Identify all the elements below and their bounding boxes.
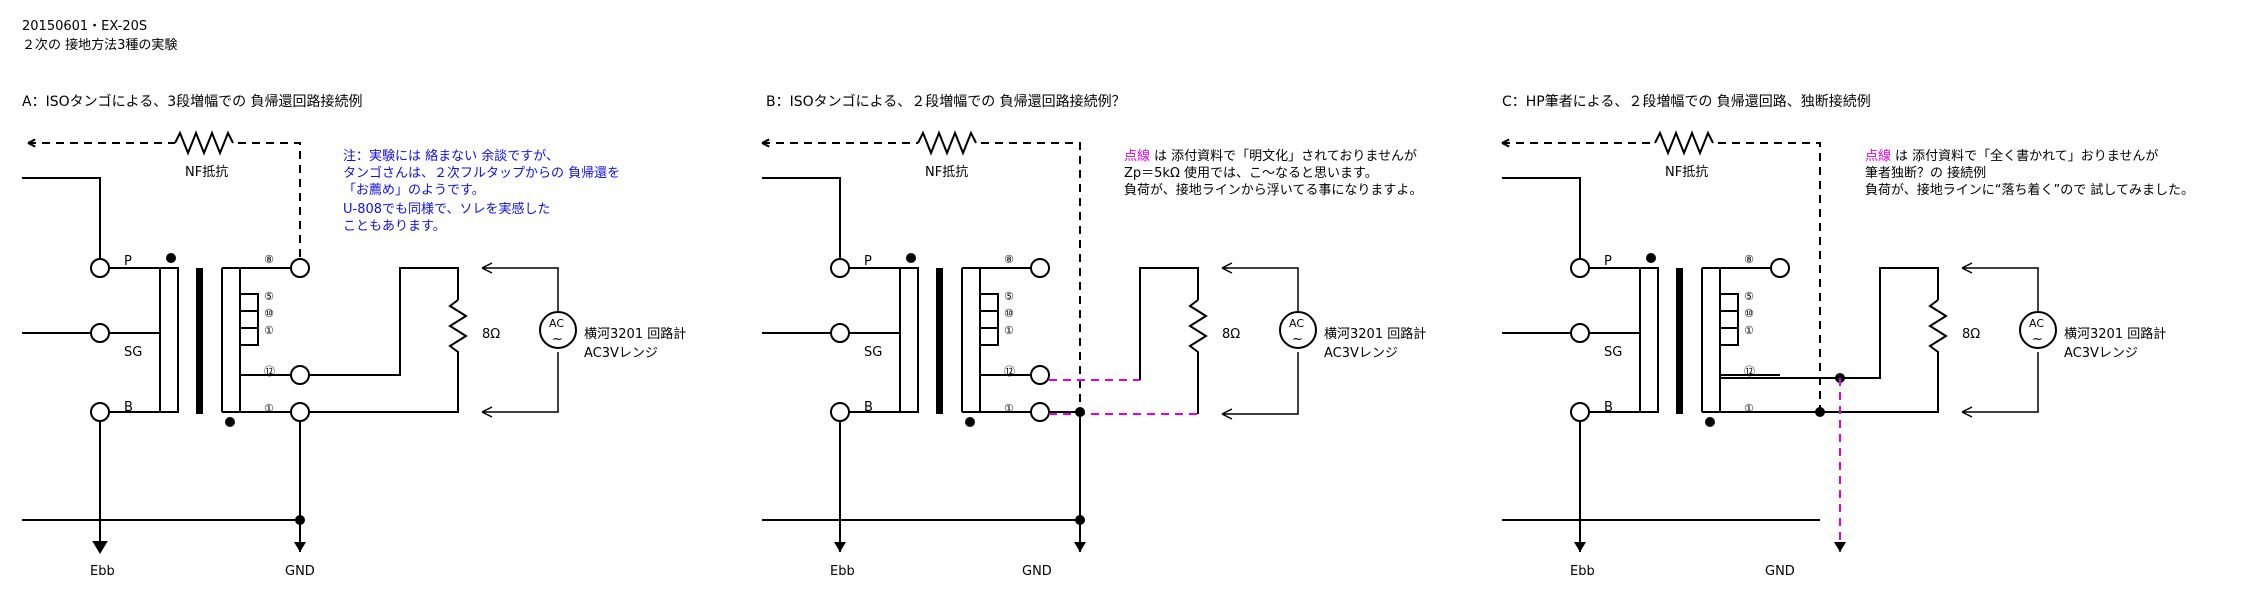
tap-10-label: ⑩ — [1004, 307, 1014, 320]
terminal-b — [90, 402, 110, 422]
nf-resistor-label: NF抵抗 — [1665, 165, 1708, 180]
meter-label-2: AC3Vレンジ — [1324, 346, 1398, 361]
panel-note: 注：実験には 絡まない 余談ですが、 タンゴさんは、２次フルタップからの 負帰還… — [343, 148, 620, 234]
header-line-1: 20150601・EX-20S — [22, 19, 147, 34]
gnd-label: GND — [285, 564, 315, 579]
tap-10-label: ⑩ — [1744, 307, 1754, 320]
tap-10-label: ⑩ — [264, 307, 274, 320]
nf-feedback-line: NF抵抗 — [1501, 130, 1821, 412]
ac-wave: ~ — [1292, 332, 1303, 347]
panel-b: B：ISOタンゴによる、２段増幅での 負帰還回路接続例？ 点線 は 添付資料で「… — [761, 93, 1426, 579]
terminal-8 — [290, 258, 310, 278]
tap-1c-label: ① — [264, 324, 274, 337]
ac-voltmeter — [1279, 311, 1317, 349]
tap-8-label: ⑧ — [1744, 253, 1754, 266]
meter-label-1: 横河3201 回路計 — [584, 326, 686, 342]
note-highlight: 点線 — [1865, 148, 1891, 164]
nf-resistor-label: NF抵抗 — [925, 165, 968, 180]
terminal-sg — [830, 323, 850, 343]
note-line: は 添付資料で「全く書かれて」おりませんが — [1895, 148, 2158, 164]
note-highlight: 点線 — [1124, 148, 1150, 164]
note-line: 負荷が、接地ラインから浮いてる事になりますよ。 — [1124, 182, 1422, 198]
tap-5-label: ⑤ — [264, 290, 274, 303]
tap-5-label: ⑤ — [1004, 290, 1014, 303]
note-line: 「お薦め」のようです。 — [343, 183, 485, 198]
ac-wave: ~ — [2032, 332, 2043, 347]
panel-title: C：HP筆者による、２段増幅での 負帰還回路、独断接続例 — [1502, 93, 1871, 110]
ac-label: AC — [1289, 317, 1304, 330]
load-resistor-label: 8Ω — [1222, 327, 1240, 342]
tap-8-label: ⑧ — [264, 253, 274, 266]
tap-5-label: ⑤ — [1744, 290, 1754, 303]
label-b: B — [1604, 400, 1613, 415]
terminal-p — [1570, 258, 1590, 278]
nf-resistor-label: NF抵抗 — [185, 165, 228, 180]
panel-title: B：ISOタンゴによる、２段増幅での 負帰還回路接続例？ — [766, 93, 1126, 110]
note-line: タンゴさんは、２次フルタップからの 負帰還を — [343, 165, 620, 181]
panel-c: C：HP筆者による、２段増幅での 負帰還回路、独断接続例 点線 は 添付資料で「… — [1501, 93, 2194, 579]
tap-1c-label: ① — [1744, 324, 1754, 337]
terminal-b — [1570, 402, 1590, 422]
note-line: U-808でも同様で、ソレを実感した — [343, 201, 551, 217]
ebb-label: Ebb — [90, 564, 115, 579]
tap-1-label: ① — [264, 402, 274, 415]
tap-1-label: ① — [1744, 402, 1754, 415]
panel-note: 点線 は 添付資料で「全く書かれて」おりませんが 筆者独断？の 接続例 負荷が、… — [1865, 148, 2194, 198]
gnd-label: GND — [1765, 564, 1795, 579]
tap-12-label: ⑫ — [264, 365, 275, 378]
panel-note: 点線 は 添付資料で「明文化」されておりませんが Zp＝5kΩ 使用では、こ〜な… — [1124, 148, 1422, 198]
meter-label-1: 横河3201 回路計 — [1324, 326, 1426, 342]
label-p: P — [1604, 254, 1612, 269]
note-line: 注：実験には 絡まない 余談ですが、 — [343, 148, 559, 164]
terminal-sg — [90, 323, 110, 343]
label-b: B — [864, 400, 873, 415]
note-line: 筆者独断？の 接続例 — [1865, 165, 1986, 181]
tap-8-label: ⑧ — [1004, 253, 1014, 266]
tap-12-label: ⑫ — [1744, 365, 1755, 378]
label-sg: SG — [864, 345, 882, 360]
note-line: 負荷が、接地ラインに“落ち着く”ので 試してみました。 — [1865, 182, 2194, 198]
nf-feedback-line: NF抵抗 — [27, 130, 301, 268]
meter-label-2: AC3Vレンジ — [2064, 346, 2138, 361]
load-resistor-label: 8Ω — [1962, 327, 1980, 342]
ebb-label: Ebb — [1570, 564, 1595, 579]
label-b: B — [124, 400, 133, 415]
tap-1-label: ① — [1004, 402, 1014, 415]
note-line: Zp＝5kΩ 使用では、こ〜なると思います。 — [1124, 165, 1378, 181]
terminal-sg — [1570, 323, 1590, 343]
note-line: は 添付資料で「明文化」されておりませんが — [1154, 149, 1417, 164]
terminal-p — [830, 258, 850, 278]
page-header: 20150601・EX-20S ２次の 接地方法3種の実験 — [22, 19, 177, 53]
label-p: P — [864, 254, 872, 269]
load-resistor-label: 8Ω — [482, 327, 500, 342]
terminal-1 — [290, 402, 310, 422]
panel-title: A：ISOタンゴによる、3段増幅での 負帰還回路接続例 — [22, 93, 363, 110]
ebb-label: Ebb — [830, 564, 855, 579]
note-line: こともあります。 — [343, 219, 446, 234]
tap-12-label: ⑫ — [1004, 365, 1015, 378]
terminal-p — [90, 258, 110, 278]
ac-voltmeter — [2019, 311, 2057, 349]
label-p: P — [124, 254, 132, 269]
header-line-2: ２次の 接地方法3種の実験 — [22, 37, 177, 53]
tap-1c-label: ① — [1004, 324, 1014, 337]
ac-voltmeter — [539, 311, 577, 349]
nf-feedback-line: NF抵抗 — [761, 130, 1081, 412]
ac-wave: ~ — [552, 332, 563, 347]
ac-label: AC — [2029, 317, 2044, 330]
label-sg: SG — [1604, 345, 1622, 360]
terminal-8 — [1770, 258, 1790, 278]
terminal-8 — [1030, 258, 1050, 278]
gnd-label: GND — [1022, 564, 1052, 579]
label-sg: SG — [124, 345, 142, 360]
terminal-1 — [1030, 402, 1050, 422]
meter-label-1: 横河3201 回路計 — [2064, 326, 2166, 342]
terminal-12 — [1030, 365, 1050, 385]
terminal-12 — [290, 365, 310, 385]
panel-a: A：ISOタンゴによる、3段増幅での 負帰還回路接続例 注：実験には 絡まない … — [22, 93, 686, 579]
meter-label-2: AC3Vレンジ — [584, 346, 658, 361]
terminal-b — [830, 402, 850, 422]
ac-label: AC — [549, 317, 564, 330]
